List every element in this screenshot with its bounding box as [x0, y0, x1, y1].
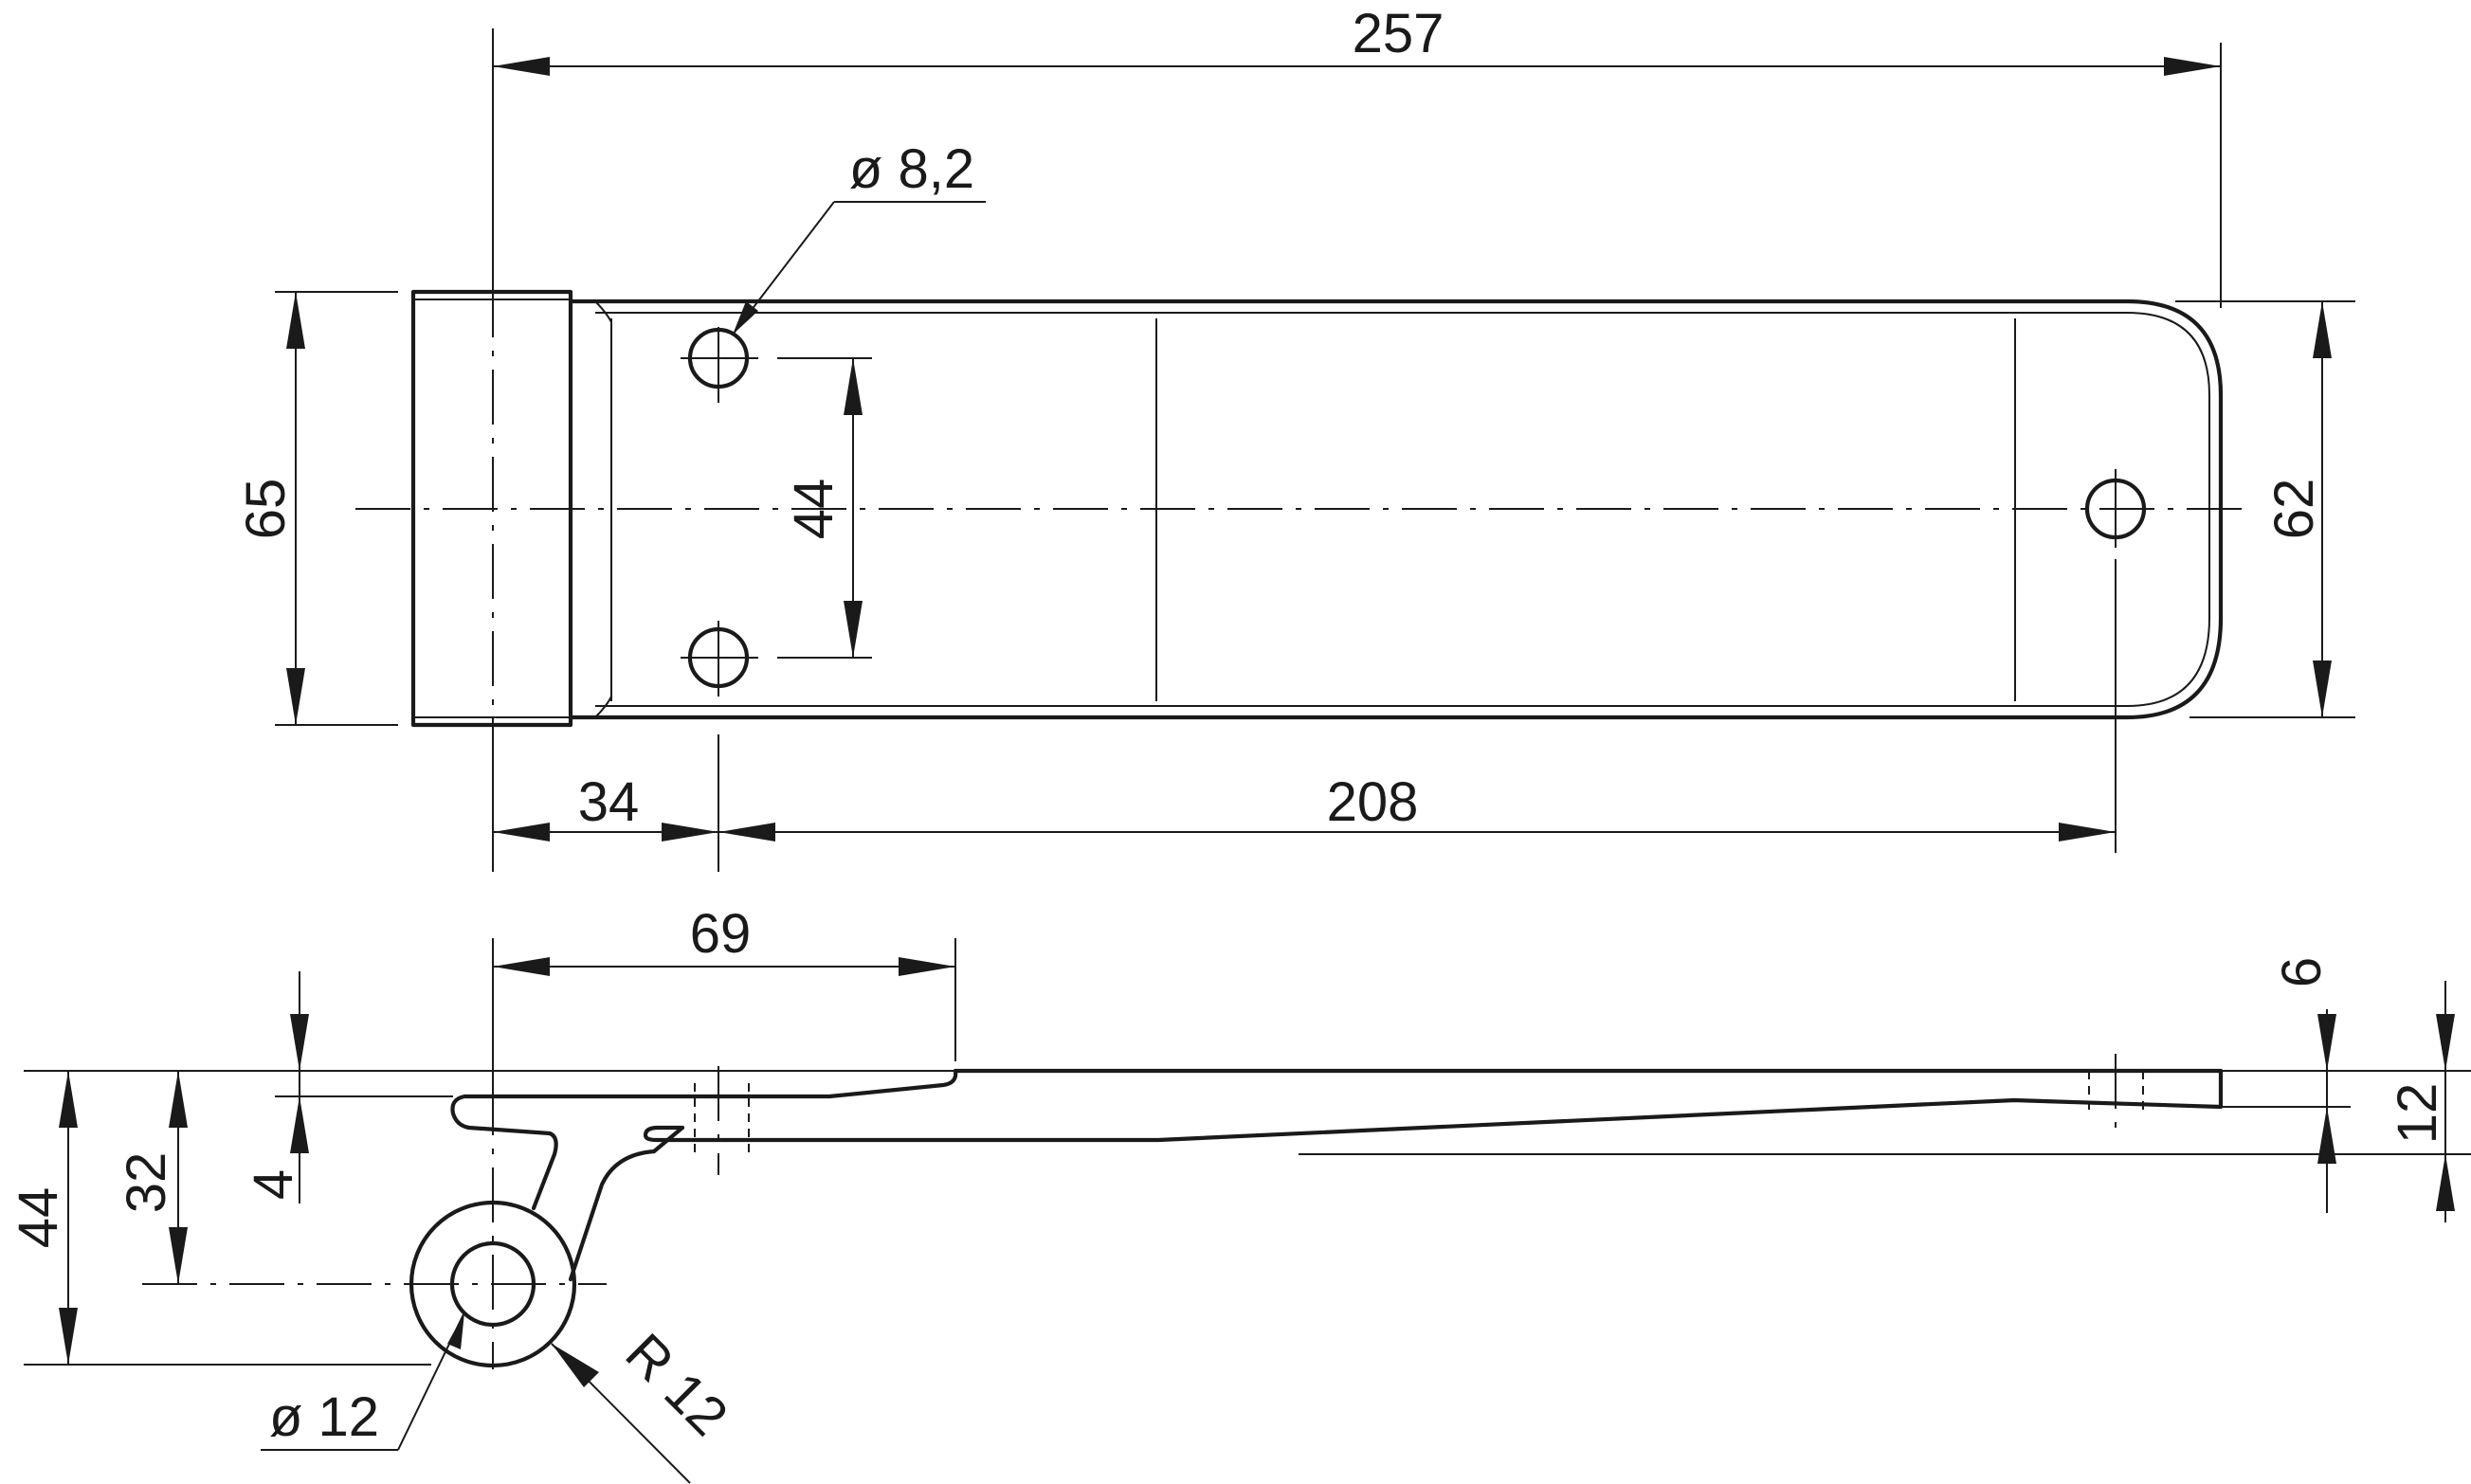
dimension-label-6: 6 [2271, 957, 2333, 987]
dimension-label-44-holes: 44 [783, 479, 845, 540]
dimension-hole-diameter: ø 8,2 [732, 138, 986, 335]
dimension-hole-spacing: 44 [783, 358, 863, 658]
dimension-thickness-12: 12 [2387, 981, 2455, 1222]
dimension-height-4: 4 [243, 971, 309, 1203]
dimension-offsets: 34 208 [493, 771, 2116, 842]
dimension-leaf-width: 62 [2263, 301, 2332, 717]
leaf-outline [568, 299, 2224, 720]
side-view [24, 938, 2471, 1369]
dimension-overall-length: 257 [493, 3, 2221, 76]
dimension-pin-diameter: ø 12 [261, 1312, 465, 1451]
dimension-label-44-side: 44 [8, 1187, 69, 1249]
dimension-label-hole-diameter: ø 8,2 [849, 138, 974, 200]
dimension-label-69: 69 [690, 903, 752, 965]
dimension-length-69: 69 [493, 903, 955, 976]
dimension-label-4: 4 [243, 1169, 304, 1200]
dimension-height-32: 32 [116, 1071, 188, 1284]
hook-leg [531, 1131, 558, 1211]
dimension-label-62: 62 [2263, 479, 2325, 540]
dimension-label-208: 208 [1327, 771, 1419, 833]
dimension-thickness-6: 6 [2271, 957, 2336, 1213]
dimension-label-bend-radius: R 12 [613, 1322, 739, 1448]
knuckle-outline [410, 289, 573, 728]
leaf-bend [568, 1149, 657, 1282]
top-view [275, 28, 2355, 872]
leaf-inner-outline [595, 312, 2210, 707]
dimension-label-pin-diameter: ø 12 [269, 1386, 379, 1448]
dimension-label-12: 12 [2387, 1083, 2448, 1145]
dimension-label-257: 257 [1353, 3, 1444, 64]
dimension-knuckle-height: 65 [235, 292, 305, 725]
dimension-label-32: 32 [116, 1152, 177, 1214]
dimension-label-65: 65 [235, 479, 297, 540]
upper-leaf-outline [643, 1068, 2224, 1143]
dimension-height-44: 44 [8, 1071, 78, 1365]
dimension-label-34: 34 [578, 771, 640, 833]
upper-leaf-step [651, 1125, 685, 1154]
upper-leaf-top [450, 1068, 958, 1136]
dimension-bend-radius: R 12 [551, 1322, 739, 1484]
